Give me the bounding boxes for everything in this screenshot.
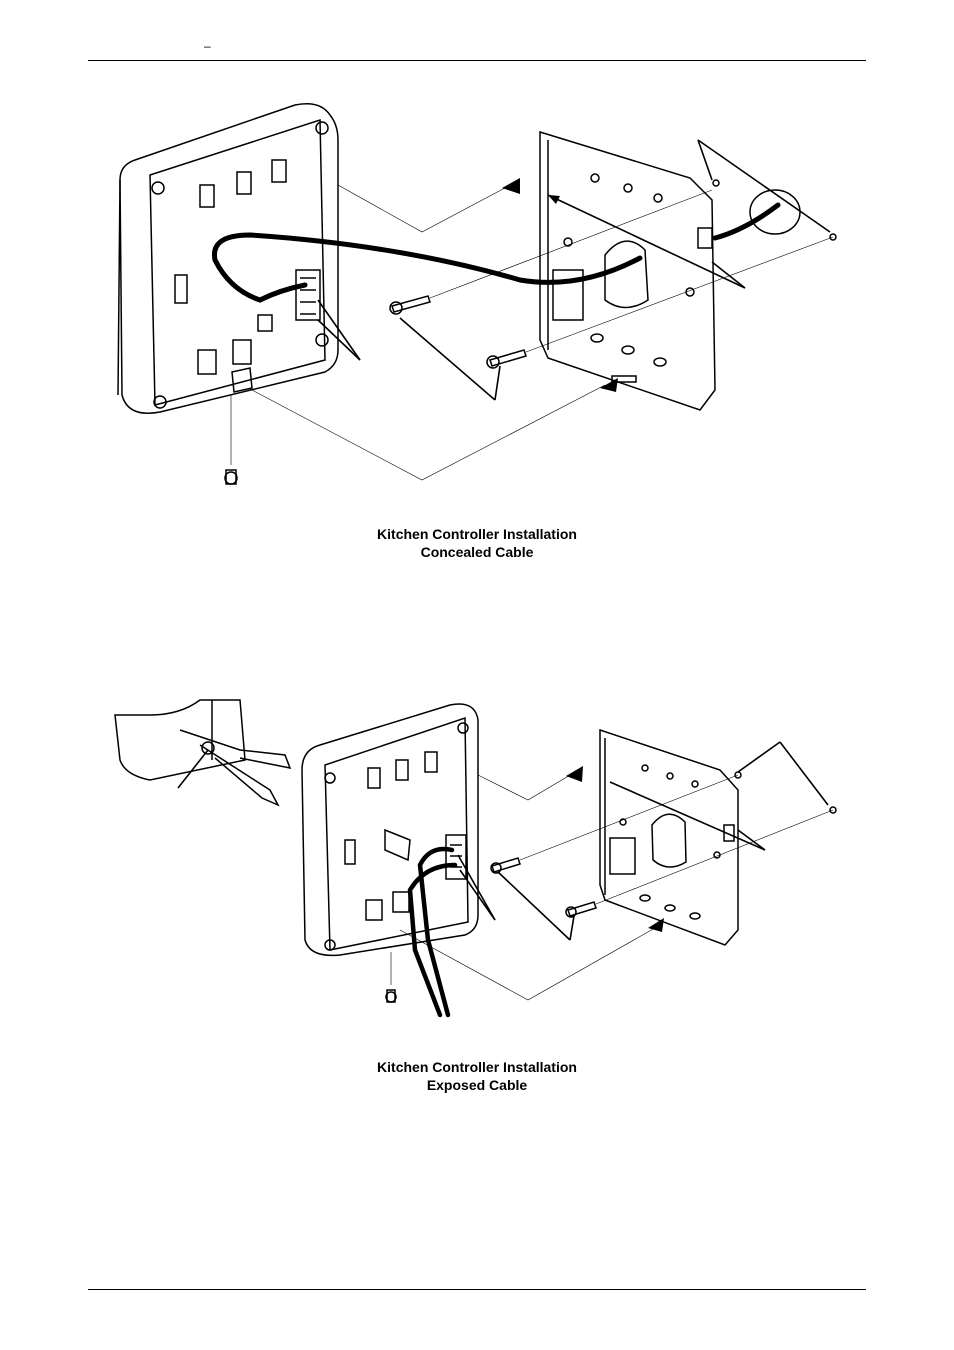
caption-concealed: Kitchen Controller Installation Conceale… — [0, 525, 954, 561]
exposed-cable-illustration — [0, 690, 954, 1030]
header-mark: – — [204, 39, 211, 53]
caption-concealed-line2: Concealed Cable — [420, 544, 534, 560]
caption-exposed-line1: Kitchen Controller Installation — [377, 1059, 577, 1075]
caption-concealed-line1: Kitchen Controller Installation — [377, 526, 577, 542]
concealed-cable-illustration — [0, 0, 954, 520]
caption-exposed: Kitchen Controller Installation Exposed … — [0, 1058, 954, 1094]
caption-exposed-line2: Exposed Cable — [426, 1077, 528, 1093]
header-rule — [88, 60, 866, 61]
footer-rule — [88, 1289, 866, 1290]
